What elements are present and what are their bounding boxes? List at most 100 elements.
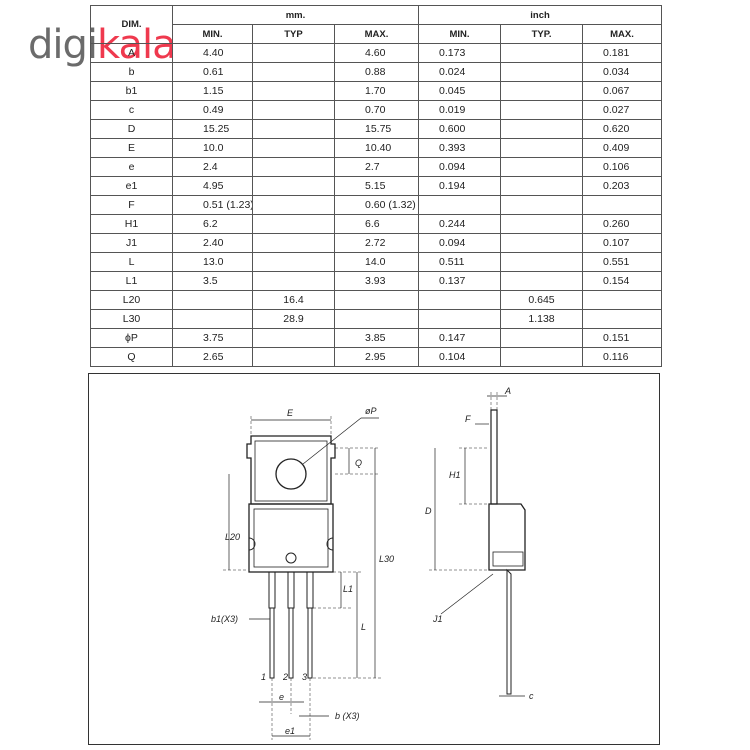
dim-value-cell: 4.40: [172, 43, 253, 63]
dim-value-cell: [252, 176, 335, 196]
dim-value-cell: [252, 328, 335, 348]
side-body-detail: [492, 551, 524, 567]
dim-name-cell: A: [90, 43, 173, 63]
dim-value-cell: 28.9: [252, 309, 335, 329]
lead3: [307, 607, 313, 679]
dim-value-cell: [418, 309, 502, 329]
dim-name-cell: b1: [90, 81, 173, 101]
dim-name-cell: F: [90, 195, 173, 215]
dim-value-cell: 2.72: [333, 233, 420, 253]
label-F: F: [465, 414, 471, 424]
front-view: [223, 416, 381, 740]
dim-value-cell: 2.7: [333, 157, 420, 177]
lead1: [269, 607, 275, 679]
dim-name-cell: e1: [90, 176, 173, 196]
side-view: [429, 392, 526, 697]
package-outline-svg: E øP Q L20 L30 L1 L b1(X3) 1 2 3 e e1 b …: [211, 386, 534, 740]
label-Q: Q: [355, 458, 362, 468]
dim-value-cell: 13.0: [172, 252, 253, 272]
side-tab: [490, 409, 498, 505]
dim-value-cell: 2.65: [172, 347, 253, 367]
dim-value-cell: 14.0: [333, 252, 420, 272]
dim-value-cell: 0.067: [582, 81, 663, 101]
label-e1: e1: [285, 726, 295, 736]
dim-name-cell: L30: [90, 309, 173, 329]
dim-value-cell: [582, 195, 663, 215]
dim-value-cell: [252, 214, 335, 234]
dim-value-cell: [252, 347, 335, 367]
body-inner: [253, 508, 329, 568]
dim-value-cell: [500, 157, 584, 177]
dim-value-cell: [500, 100, 584, 120]
dim-value-cell: 0.61: [172, 62, 253, 82]
lead3-shoulder: [306, 571, 314, 609]
dim-value-cell: [582, 290, 663, 310]
dim-value-cell: [252, 233, 335, 253]
dim-name-cell: L: [90, 252, 173, 272]
header-mm: mm.: [171, 5, 420, 25]
side-body: [488, 503, 526, 571]
dim-value-cell: 0.409: [582, 138, 663, 158]
dim-value-cell: 0.094: [418, 233, 502, 253]
header-dim: DIM.: [90, 5, 173, 44]
dim-phip-leader: [302, 417, 362, 465]
dim-value-cell: 3.85: [333, 328, 420, 348]
dimension-table: DIM. mm. inch MIN. TYP MAX. MIN. TYP. MA…: [90, 5, 663, 367]
dim-value-cell: 0.393: [418, 138, 502, 158]
dim-value-cell: [500, 347, 584, 367]
dim-value-cell: 1.138: [500, 309, 584, 329]
dim-value-cell: [500, 233, 584, 253]
dim-name-cell: c: [90, 100, 173, 120]
dim-name-cell: Q: [90, 347, 173, 367]
leads: [268, 571, 314, 679]
dim-value-cell: [172, 309, 253, 329]
dim-value-cell: [252, 138, 335, 158]
dim-value-cell: 0.49: [172, 100, 253, 120]
dim-value-cell: [500, 43, 584, 63]
dim-value-cell: 0.173: [418, 43, 502, 63]
table-row: L30 28.9 1.138: [90, 309, 663, 329]
dim-value-cell: [500, 62, 584, 82]
dim-value-cell: 15.25: [172, 119, 253, 139]
label-L20: L20: [225, 532, 240, 542]
mounting-hole: [275, 458, 307, 490]
dim-value-cell: [252, 62, 335, 82]
dim-value-cell: 2.95: [333, 347, 420, 367]
lead1-shoulder: [268, 571, 276, 609]
dim-value-cell: [500, 214, 584, 234]
header-mm-max: MAX.: [333, 24, 420, 44]
label-A: A: [504, 386, 511, 396]
label-e: e: [279, 692, 284, 702]
dim-value-cell: [252, 157, 335, 177]
label-pin1: 1: [261, 672, 266, 682]
dim-value-cell: [252, 43, 335, 63]
dim-value-cell: [333, 290, 420, 310]
dim-name-cell: J1: [90, 233, 173, 253]
dim-value-cell: 6.6: [333, 214, 420, 234]
dim-j1-leader: [440, 573, 494, 615]
header-inch-min: MIN.: [418, 24, 502, 44]
dim-value-cell: [500, 119, 584, 139]
dim-value-cell: 0.60 (1.32): [333, 195, 420, 215]
dim-value-cell: 0.260: [582, 214, 663, 234]
dim-value-cell: 0.104: [418, 347, 502, 367]
dim-value-cell: 0.137: [418, 271, 502, 291]
dim-value-cell: 0.019: [418, 100, 502, 120]
header-inch-typ: TYP.: [500, 24, 584, 44]
dim-value-cell: 3.75: [172, 328, 253, 348]
dim-name-cell: b: [90, 62, 173, 82]
dim-value-cell: 4.95: [172, 176, 253, 196]
label-H1: H1: [449, 470, 461, 480]
dim-value-cell: 0.194: [418, 176, 502, 196]
body-marker: [285, 552, 297, 564]
dim-value-cell: [252, 271, 335, 291]
